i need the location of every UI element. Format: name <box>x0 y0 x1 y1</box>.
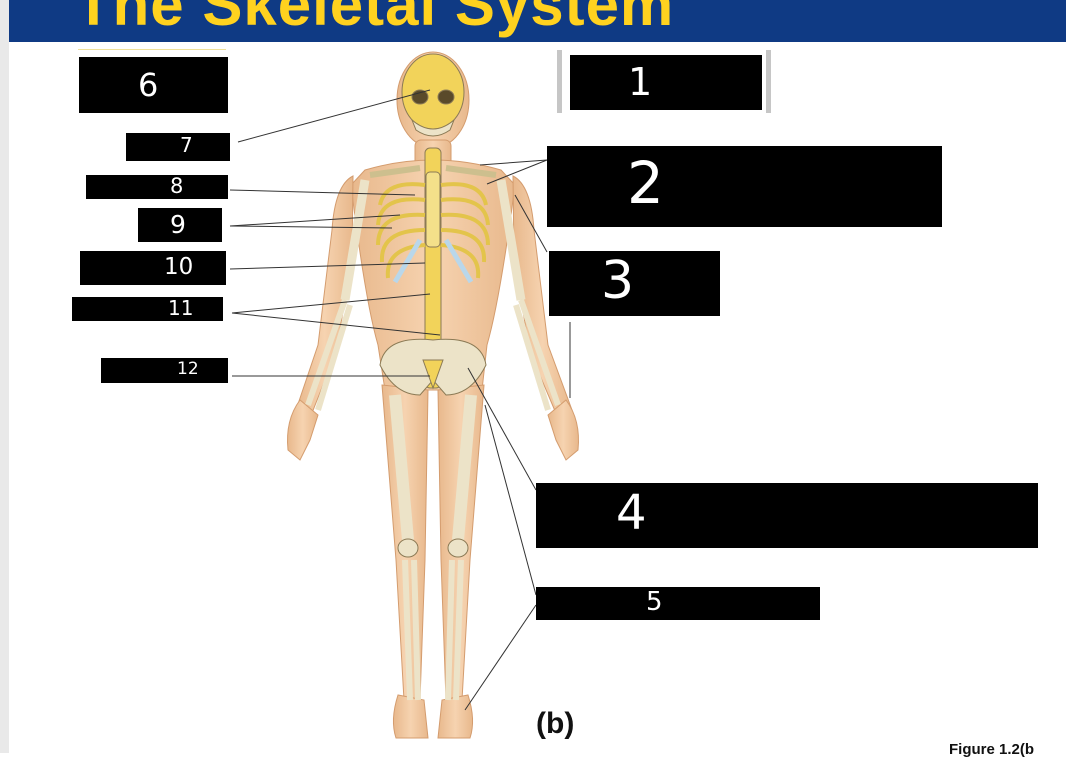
skull-icon <box>401 53 465 131</box>
label-box-12[interactable]: 12 <box>101 358 228 383</box>
label-box-5[interactable]: 5 <box>536 587 820 620</box>
figure-part-label: (b) <box>536 707 575 740</box>
leader-lines <box>229 89 571 711</box>
label-box-7[interactable]: 7 <box>126 133 230 161</box>
label-box-10[interactable]: 10 <box>80 251 226 285</box>
label-bracket-left <box>557 50 562 113</box>
slide-title: The Skeletal System <box>75 0 675 38</box>
label-box-9[interactable]: 9 <box>138 208 222 242</box>
label-number-10: 10 <box>164 254 194 280</box>
label-number-11: 11 <box>168 296 194 320</box>
label-box-8[interactable]: 8 <box>86 175 228 199</box>
label-number-8: 8 <box>170 174 184 198</box>
label-box-6[interactable]: 6 <box>79 57 228 113</box>
title-bar: The Skeletal System <box>9 0 1066 42</box>
label-box-4[interactable]: 4 <box>536 483 1038 548</box>
label-box-3[interactable]: 3 <box>549 251 720 316</box>
label-box-2[interactable]: 2 <box>547 146 942 227</box>
sternum-icon <box>425 171 441 248</box>
slide-left-margin <box>0 0 9 753</box>
label-bracket-right <box>766 50 771 113</box>
figure-caption: Figure 1.2(b <box>949 741 1035 758</box>
decorative-rule <box>78 49 226 50</box>
label-number-2: 2 <box>627 149 664 217</box>
label-number-5: 5 <box>646 587 663 617</box>
label-number-3: 3 <box>601 251 635 311</box>
label-number-9: 9 <box>170 210 186 239</box>
label-box-1[interactable]: 1 <box>570 55 762 110</box>
label-number-7: 7 <box>180 133 193 157</box>
label-number-12: 12 <box>177 359 199 379</box>
label-number-6: 6 <box>138 66 159 104</box>
skeleton-bones <box>305 53 561 701</box>
label-number-1: 1 <box>628 60 653 104</box>
label-box-11[interactable]: 11 <box>72 297 223 321</box>
label-number-4: 4 <box>616 485 647 541</box>
